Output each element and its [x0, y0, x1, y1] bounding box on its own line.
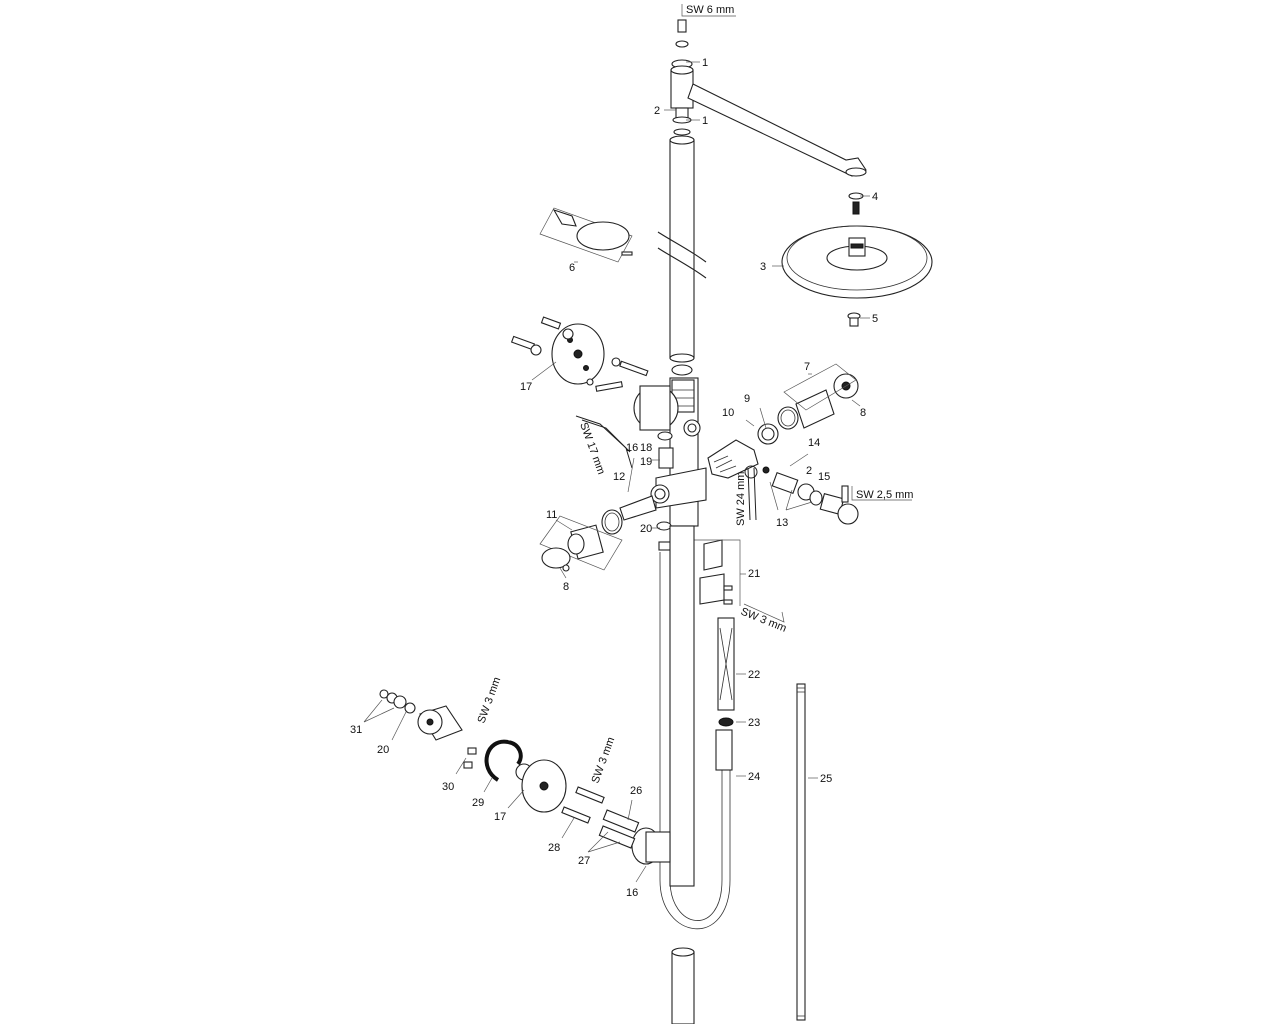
label-24: 24 [748, 771, 760, 783]
label-2-lower: 2 [806, 465, 812, 477]
riser-pipe [657, 135, 707, 363]
label-8-left: 8 [563, 581, 569, 593]
label-4: 4 [872, 191, 878, 203]
top-fitting [670, 19, 694, 136]
stop-valve-parts [762, 466, 859, 525]
leader-lines [363, 61, 870, 883]
label-5: 5 [872, 313, 878, 325]
extension-rod [796, 683, 806, 1021]
label-21: 21 [748, 568, 760, 580]
label-31: 31 [350, 724, 362, 736]
part-labels: 1 1 2 3 4 5 6 7 8 9 10 14 2 15 13 17 16 … [350, 57, 878, 899]
label-16-lower: 16 [626, 887, 638, 899]
label-14: 14 [808, 437, 820, 449]
label-sw3-plate: SW 3 mm [590, 736, 618, 785]
label-22: 22 [748, 669, 760, 681]
label-6: 6 [569, 262, 575, 274]
label-28: 28 [548, 842, 560, 854]
thermo-cartridge [707, 363, 859, 479]
hand-shower [717, 617, 735, 727]
label-3: 3 [760, 261, 766, 273]
label-15: 15 [818, 471, 830, 483]
label-18: 18 [640, 442, 652, 454]
label-8-right: 8 [860, 407, 866, 419]
label-7: 7 [804, 361, 810, 373]
overhead-shower-head [781, 192, 933, 327]
lower-left-parts [379, 689, 640, 849]
lower-pipe [631, 525, 695, 1024]
label-sw17: SW 17 mm [577, 421, 607, 476]
left-cartridge [539, 495, 657, 572]
hand-shower-holder [685, 539, 741, 606]
label-2-top: 2 [654, 105, 660, 117]
label-20-upper: 20 [640, 523, 652, 535]
label-26: 26 [630, 785, 642, 797]
label-11: 11 [546, 509, 557, 521]
label-12: 12 [613, 471, 625, 483]
label-sw6: SW 6 mm [686, 4, 734, 16]
label-16-upper: 16 [626, 442, 638, 454]
label-17-upper: 17 [520, 381, 532, 393]
label-27: 27 [578, 855, 590, 867]
label-30: 30 [442, 781, 454, 793]
label-19: 19 [640, 456, 652, 468]
label-sw3-handle: SW 3 mm [476, 676, 504, 725]
label-23: 23 [748, 717, 760, 729]
label-17-lower: 17 [494, 811, 506, 823]
label-1-bottom: 1 [702, 115, 708, 127]
label-20-lower: 20 [377, 744, 389, 756]
label-1-top: 1 [702, 57, 708, 69]
clamp-kit [539, 207, 633, 263]
shower-hose [659, 552, 733, 930]
wrench-17mm [575, 415, 633, 469]
wrench-24mm [744, 465, 758, 521]
tool-brackets [681, 4, 912, 623]
label-sw24: SW 24 mm [735, 472, 747, 526]
label-9: 9 [744, 393, 750, 405]
label-sw3-hose: SW 3 mm [739, 606, 788, 635]
label-13: 13 [776, 517, 788, 529]
rosette-upper [510, 316, 649, 392]
wall-flange-upper [633, 385, 679, 431]
label-25: 25 [820, 773, 832, 785]
label-29: 29 [472, 797, 484, 809]
shower-arm [687, 83, 867, 177]
label-10: 10 [722, 407, 734, 419]
label-sw25: SW 2,5 mm [856, 489, 913, 501]
